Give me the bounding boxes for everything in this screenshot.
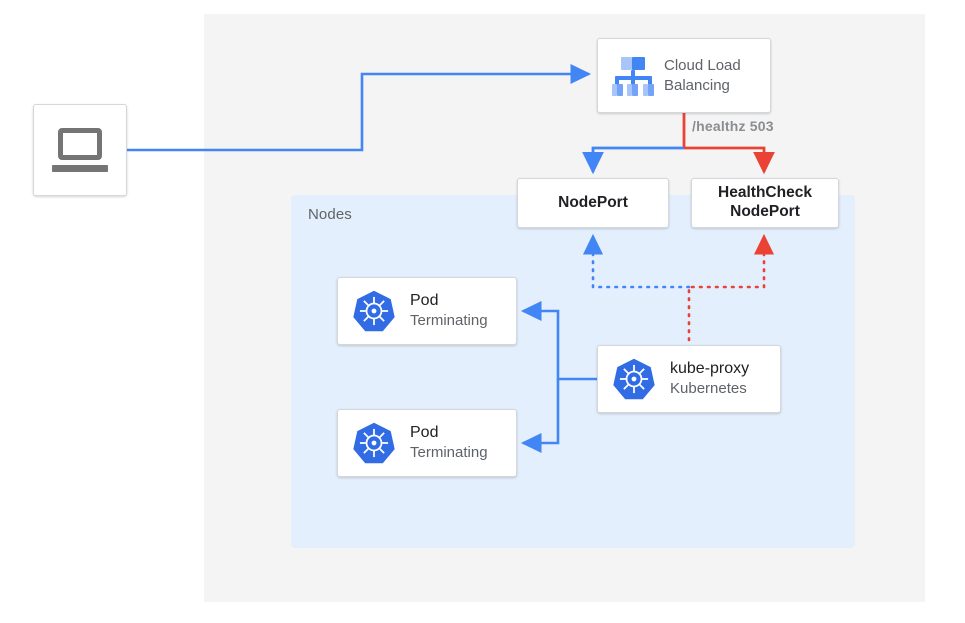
nodes-region-label: Nodes <box>308 206 352 223</box>
healthcheck-nodeport-node: HealthCheck NodePort <box>691 178 839 228</box>
cloud-load-balancing-label-line2: Balancing <box>664 76 730 94</box>
client-node <box>33 104 127 196</box>
pod-2-title: Pod <box>410 424 439 442</box>
pod-2-status: Terminating <box>410 444 488 462</box>
cloud-load-balancing-label: Cloud Load Balancing <box>664 56 741 95</box>
kube-proxy-node: kube-proxy Kubernetes <box>597 345 781 413</box>
kube-proxy-subtitle: Kubernetes <box>670 380 747 398</box>
kubernetes-icon <box>353 422 395 464</box>
cloud-load-balancing-label-line1: Cloud Load <box>664 57 741 74</box>
pod-node-2: Pod Terminating <box>337 409 517 477</box>
cloud-load-balancing-icon <box>610 55 658 97</box>
healthz-status-label: /healthz 503 <box>692 118 774 134</box>
kubernetes-icon <box>353 290 395 332</box>
cloud-load-balancing-node: Cloud Load Balancing <box>597 38 771 113</box>
kube-proxy-title: kube-proxy <box>670 360 750 378</box>
pod-1-status: Terminating <box>410 312 488 330</box>
healthcheck-nodeport-label-line2: NodePort <box>730 203 800 220</box>
healthcheck-nodeport-label-line1: HealthCheck <box>718 184 812 202</box>
kubernetes-icon <box>613 358 655 400</box>
laptop-icon <box>52 128 108 172</box>
nodeport-node: NodePort <box>517 178 669 228</box>
pod-1-title: Pod <box>410 292 439 310</box>
pod-node-1: Pod Terminating <box>337 277 517 345</box>
nodeport-label: NodePort <box>558 193 628 211</box>
